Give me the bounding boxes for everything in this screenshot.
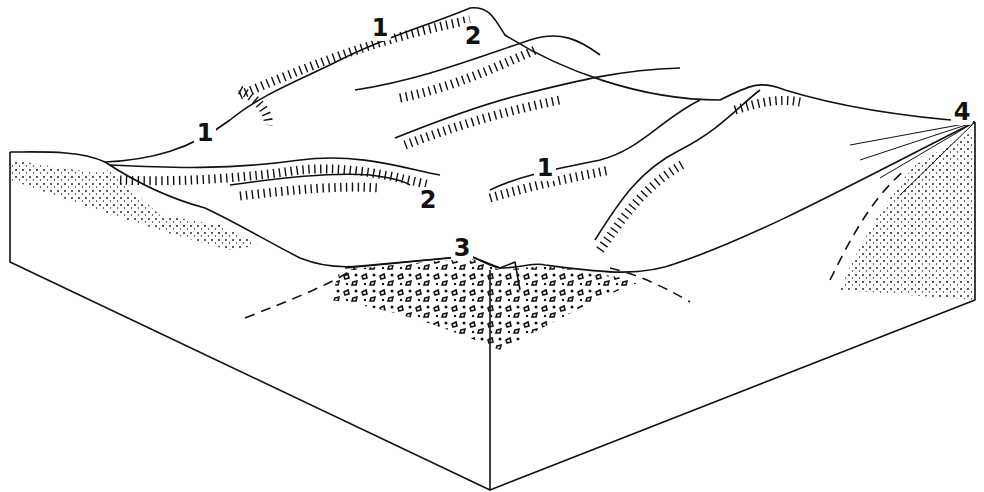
- callout-number: 1: [369, 15, 392, 41]
- sediment-stipple: [10, 160, 260, 250]
- block-edge: [10, 122, 975, 490]
- slope-hachure: [120, 169, 430, 185]
- slope-hachure: [240, 20, 470, 95]
- slope-hachure: [600, 163, 685, 250]
- gravel-deposit: [330, 258, 640, 350]
- ridge-crest: [105, 8, 975, 162]
- callout-number: 1: [534, 155, 557, 181]
- ridge-crest: [395, 68, 680, 138]
- sediment-stipple: [840, 130, 975, 300]
- slope-hachure: [400, 50, 535, 98]
- ridge-crest: [595, 90, 760, 240]
- slope-hachure: [735, 100, 800, 110]
- slope-hachure: [405, 100, 560, 145]
- callout-number: 4: [951, 99, 974, 125]
- slope-hachure: [240, 90, 268, 125]
- terrain-profile: [10, 152, 500, 268]
- callout-number: 2: [417, 187, 440, 213]
- callout-number: 3: [451, 235, 474, 261]
- callout-number: 2: [462, 23, 485, 49]
- ridge-crest: [110, 158, 440, 175]
- slope-hachure: [240, 187, 380, 196]
- callout-number: 1: [194, 120, 217, 146]
